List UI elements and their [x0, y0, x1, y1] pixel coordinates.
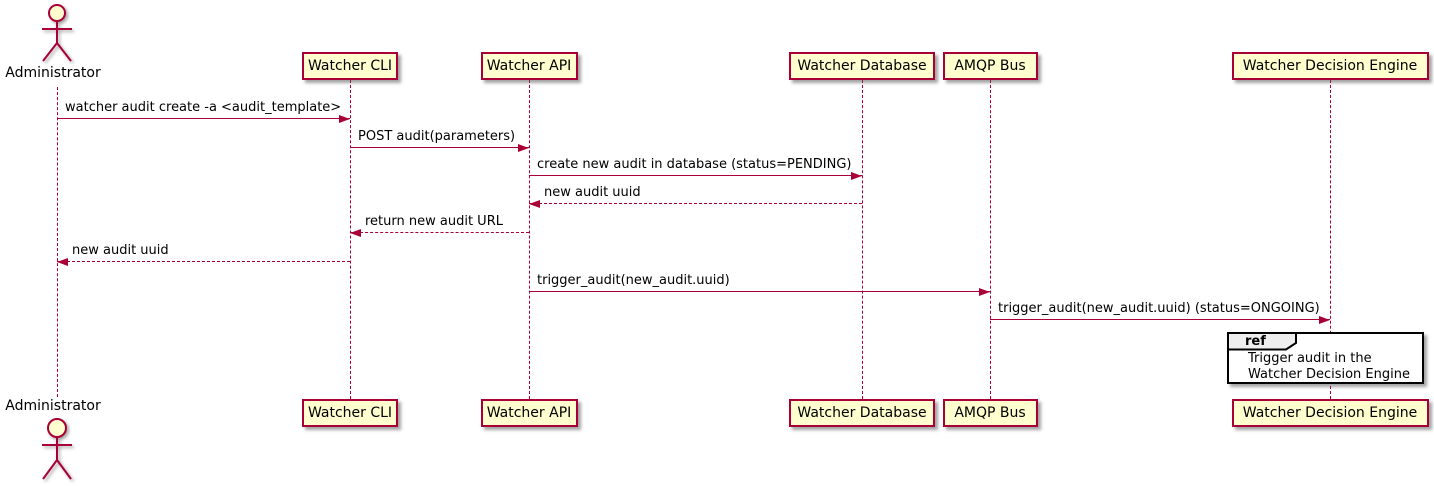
- participant-top-watcher-database: Watcher Database: [789, 52, 935, 80]
- message-label-8: trigger_audit(new_audit.uuid) (status=ON…: [998, 301, 1320, 316]
- message-arrowhead-6: [57, 257, 68, 266]
- message-arrowhead-2: [518, 143, 529, 152]
- ref-text-line: Trigger audit in the: [1248, 351, 1372, 366]
- message-arrowhead-7: [979, 287, 990, 296]
- message-arrowhead-3: [851, 171, 862, 180]
- message-line-4: [529, 203, 862, 204]
- message-label-3: create new audit in database (status=PEN…: [537, 157, 852, 172]
- message-arrowhead-1: [339, 114, 350, 123]
- message-arrowhead-8: [1319, 315, 1330, 324]
- participant-bottom-watcher-cli: Watcher CLI: [302, 399, 398, 427]
- lifeline-watcher-database: [861, 80, 863, 399]
- participant-bottom-watcher-database: Watcher Database: [789, 399, 935, 427]
- actor-label-bottom: Administrator: [5, 398, 101, 414]
- ref-keyword: ref: [1245, 334, 1266, 349]
- message-label-4: new audit uuid: [544, 185, 641, 200]
- ref-title-shape: [1227, 332, 1297, 351]
- message-line-1: [57, 118, 350, 119]
- message-label-7: trigger_audit(new_audit.uuid): [537, 273, 730, 288]
- message-line-3: [529, 175, 862, 176]
- message-arrowhead-5: [350, 228, 361, 237]
- lifeline-administrator: [56, 87, 58, 397]
- participant-top-amqp-bus: AMQP Bus: [942, 52, 1038, 80]
- message-arrowhead-4: [529, 199, 540, 208]
- participant-top-watcher-cli: Watcher CLI: [302, 52, 398, 80]
- ref-text-line: Watcher Decision Engine: [1248, 367, 1410, 382]
- message-line-7: [529, 291, 990, 292]
- participant-top-watcher-api: Watcher API: [480, 52, 578, 80]
- message-line-5: [350, 232, 529, 233]
- actor-icon-bottom: [42, 418, 72, 480]
- participant-bottom-watcher-api: Watcher API: [480, 399, 578, 427]
- lifeline-watcher-cli: [349, 80, 351, 399]
- message-line-8: [990, 319, 1330, 320]
- message-label-1: watcher audit create -a <audit_template>: [65, 100, 342, 115]
- ref-fragment: ref Trigger audit in the Watcher Decisio…: [1227, 332, 1424, 384]
- participant-top-watcher-decision-engine: Watcher Decision Engine: [1231, 52, 1429, 80]
- participant-bottom-watcher-decision-engine: Watcher Decision Engine: [1231, 399, 1429, 427]
- actor-label-top: Administrator: [5, 65, 101, 81]
- lifeline-amqp-bus: [989, 80, 991, 399]
- message-line-2: [350, 147, 529, 148]
- message-label-5: return new audit URL: [365, 214, 503, 229]
- lifeline-watcher-api: [528, 80, 530, 399]
- actor-icon-top: [42, 4, 72, 62]
- message-label-6: new audit uuid: [72, 243, 169, 258]
- ref-text: Trigger audit in the Watcher Decision En…: [1248, 351, 1410, 383]
- message-line-6: [57, 261, 350, 262]
- message-label-2: POST audit(parameters): [358, 129, 516, 144]
- lifeline-watcher-decision-engine: [1329, 80, 1331, 399]
- participant-bottom-amqp-bus: AMQP Bus: [942, 399, 1038, 427]
